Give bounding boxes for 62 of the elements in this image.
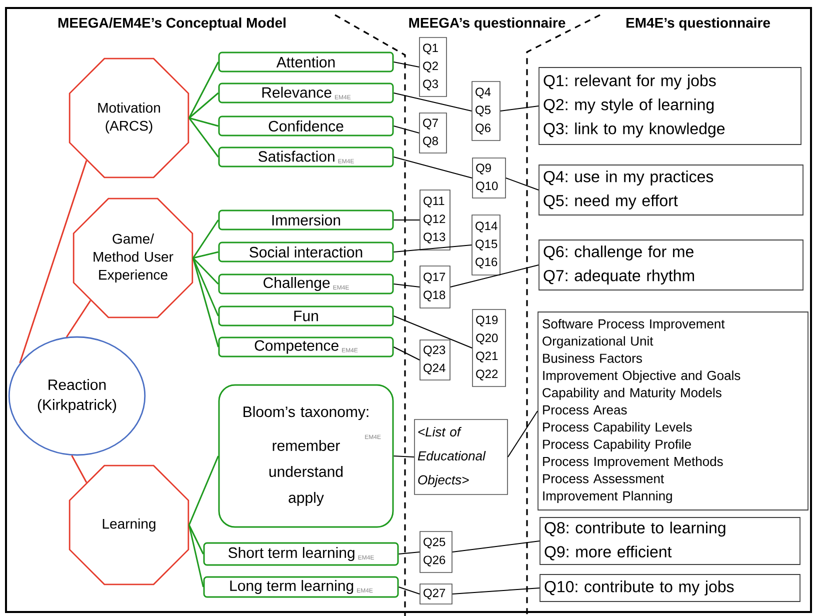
connector <box>393 456 415 458</box>
category-box: Immersion <box>218 210 394 230</box>
heading: MEEGA/EM4E’s Conceptual Model <box>58 17 286 31</box>
connector <box>192 258 219 348</box>
heading: EM4E’s questionnaire <box>626 17 770 31</box>
connector <box>393 126 420 134</box>
connector <box>192 220 219 258</box>
connector <box>188 118 219 158</box>
connector <box>398 586 420 594</box>
question-list-box: Q6: challenge for me Q7: adequate rhythm <box>538 240 804 290</box>
question-box: Q19 Q20 Q21 Q22 <box>472 309 506 387</box>
connector <box>500 106 540 112</box>
category-box: Fun <box>218 306 394 326</box>
connector <box>452 540 540 552</box>
question-box: Q27 <box>420 584 452 604</box>
connector <box>192 258 219 316</box>
connector <box>393 62 420 68</box>
connector <box>393 284 420 288</box>
connector <box>192 257 219 285</box>
connector <box>188 456 219 526</box>
octagon-node: Game/ Method User Experience <box>72 198 194 318</box>
question-box: Q11 Q12 Q13 <box>420 190 450 250</box>
question-list-box: Q4: use in my practices Q5: need my effort <box>538 164 804 216</box>
connector <box>188 524 204 554</box>
connector <box>393 316 473 348</box>
category-box: Attention <box>218 52 394 72</box>
connector <box>505 178 540 190</box>
connector <box>192 251 218 259</box>
question-box: Q23 Q24 <box>420 340 450 380</box>
connector <box>398 552 420 554</box>
connector <box>188 92 219 119</box>
question-box: Q25 Q26 <box>420 531 452 573</box>
connector <box>188 117 218 127</box>
octagon-node: Motivation (ARCS) <box>68 58 190 178</box>
question-box: Q17 Q18 <box>420 266 450 308</box>
connector <box>450 264 540 288</box>
connector <box>71 455 88 483</box>
category-box: Social interaction <box>218 242 394 262</box>
question-box: Q1 Q2 Q3 <box>419 37 447 97</box>
connector <box>19 160 88 364</box>
connector <box>393 156 473 178</box>
question-list-box: Q1: relevant for my jobs Q2: my style of learning Q3: link to my knowledge <box>538 67 802 145</box>
connector <box>393 244 472 252</box>
question-box: Q9 Q10 <box>472 158 506 198</box>
category-box: Confidence <box>218 116 394 136</box>
ellipse-node: Reaction (Kirkpatrick) <box>8 336 146 456</box>
connector <box>393 346 420 360</box>
question-box: Q4 Q5 Q6 <box>472 81 500 141</box>
connector <box>393 92 472 112</box>
connector <box>188 62 219 118</box>
question-list-box: Q8: contribute to learning Q9: more efficient <box>540 517 800 565</box>
question-list-box: Q10: contribute to my jobs <box>540 574 800 602</box>
connector <box>66 300 92 338</box>
octagon-node: Learning <box>68 464 190 586</box>
question-box: <List of Educational Objects> <box>414 419 508 495</box>
heading: MEEGA’s questionnaire <box>409 17 566 31</box>
topic-list-box: Software Process Improvement Organizational Unit Business Factors Improvement Objective and Goals Capability and Maturity Models Process Areas Process Capability Levels Process Capability Profile Process Improvement Methods Process Assessment Improvement Planning <box>538 312 808 510</box>
connector <box>507 410 538 458</box>
question-box: Q7 Q8 <box>419 112 447 154</box>
connector <box>188 524 204 588</box>
question-box: Q14 Q15 Q16 <box>472 214 500 276</box>
connector <box>452 588 540 594</box>
